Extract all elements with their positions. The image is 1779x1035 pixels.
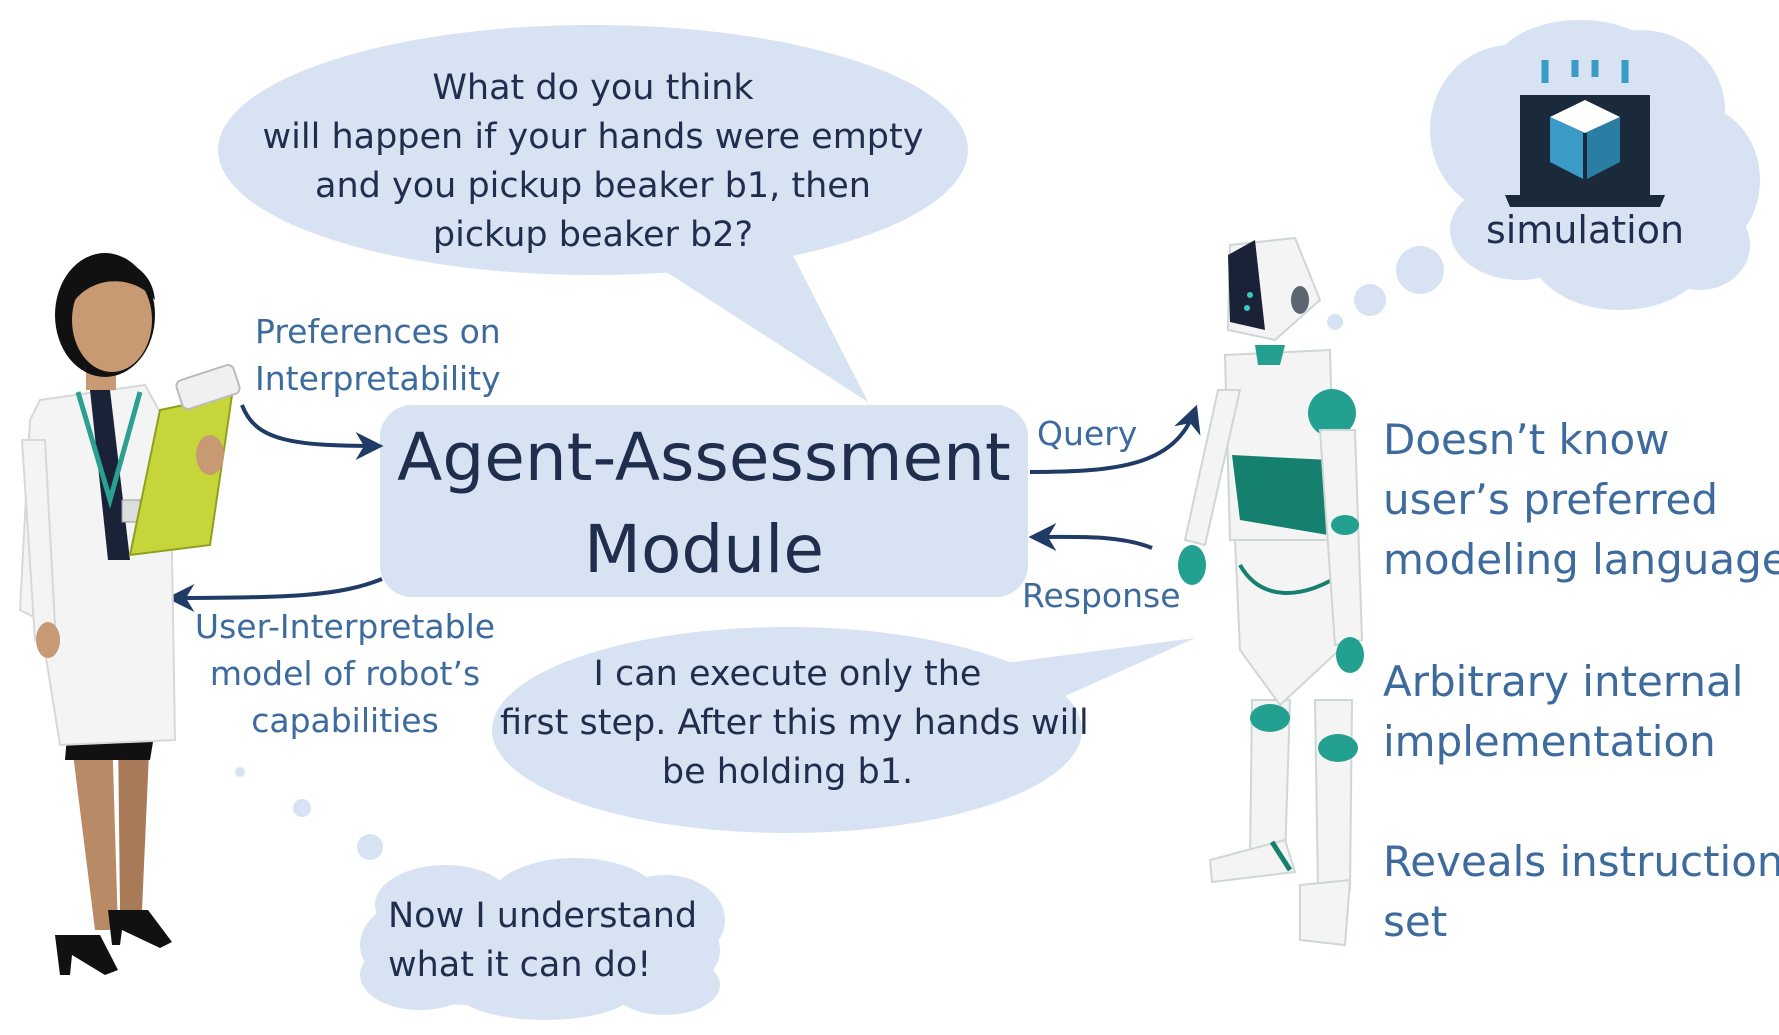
user-model-label: User-Interpretable model of robot’s capa… [180, 603, 510, 744]
scientist-speech-bubble [218, 25, 968, 402]
scientist-bubble-line: What do you think [432, 68, 754, 108]
robot-speech-bubble [492, 627, 1195, 833]
user-model-label-line: model of robot’s [209, 654, 481, 693]
robot-bubble-text: I can execute only the first step. After… [500, 650, 1089, 797]
robot-note-line: Doesn’t know [1383, 415, 1670, 464]
response-label: Response [1022, 576, 1181, 615]
preferences-label-line: Preferences on [255, 312, 501, 351]
scientist-thought-cloud [235, 767, 725, 1020]
preferences-label-line: Interpretability [255, 359, 501, 398]
user-model-arrow [166, 577, 383, 612]
user-model-label-line: capabilities [251, 701, 439, 740]
module-title-line: Module [584, 511, 824, 588]
module-title-line: Agent-Assessment [397, 419, 1011, 496]
robot-bubble-line: be holding b1. [661, 752, 914, 792]
user-model-label-line: User-Interpretable [194, 607, 496, 646]
robot-note-line: Arbitrary internal [1383, 657, 1744, 706]
robot-note-line: implementation [1383, 717, 1716, 766]
query-arrow [1029, 404, 1201, 474]
robot-note-implementation: Arbitrary internal implementation [1383, 652, 1743, 772]
response-arrow [1028, 522, 1153, 551]
robot-note-language: Doesn’t know user’s preferred modeling l… [1383, 410, 1779, 590]
simulation-label: simulation [1485, 208, 1685, 252]
robot-bubble-line: I can execute only the [593, 654, 982, 694]
scientist-bubble-line: and you pickup beaker b1, then [315, 166, 871, 206]
preferences-arrow [240, 404, 384, 460]
scientist-bubble-text: What do you think will happen if your ha… [228, 64, 958, 260]
agent-assessment-module-box [380, 405, 1028, 597]
scientist-bubble-line: pickup beaker b2? [432, 215, 754, 255]
robot-note-line: set [1383, 897, 1448, 946]
preferences-label: Preferences on Interpretability [255, 308, 501, 402]
thought-cloud-line: Now I understand [388, 896, 698, 936]
clipboard-icon [128, 364, 241, 557]
laptop-cube-icon [1505, 60, 1665, 207]
query-label: Query [1037, 414, 1138, 453]
robot-note-line: Reveals instruction [1383, 837, 1779, 886]
thought-cloud-text: Now I understand what it can do! [388, 892, 697, 990]
robot-bubble-line: first step. After this my hands will [500, 703, 1089, 743]
robot-note-line: user’s preferred [1383, 475, 1719, 524]
robot-note-line: modeling language [1383, 535, 1779, 584]
scientist-bubble-line: will happen if your hands were empty [262, 117, 924, 157]
thought-cloud-line: what it can do! [388, 945, 652, 985]
robot-note-instruction-set: Reveals instruction set [1383, 832, 1779, 952]
agent-assessment-module-title: Agent-Assessment Module [380, 412, 1028, 596]
